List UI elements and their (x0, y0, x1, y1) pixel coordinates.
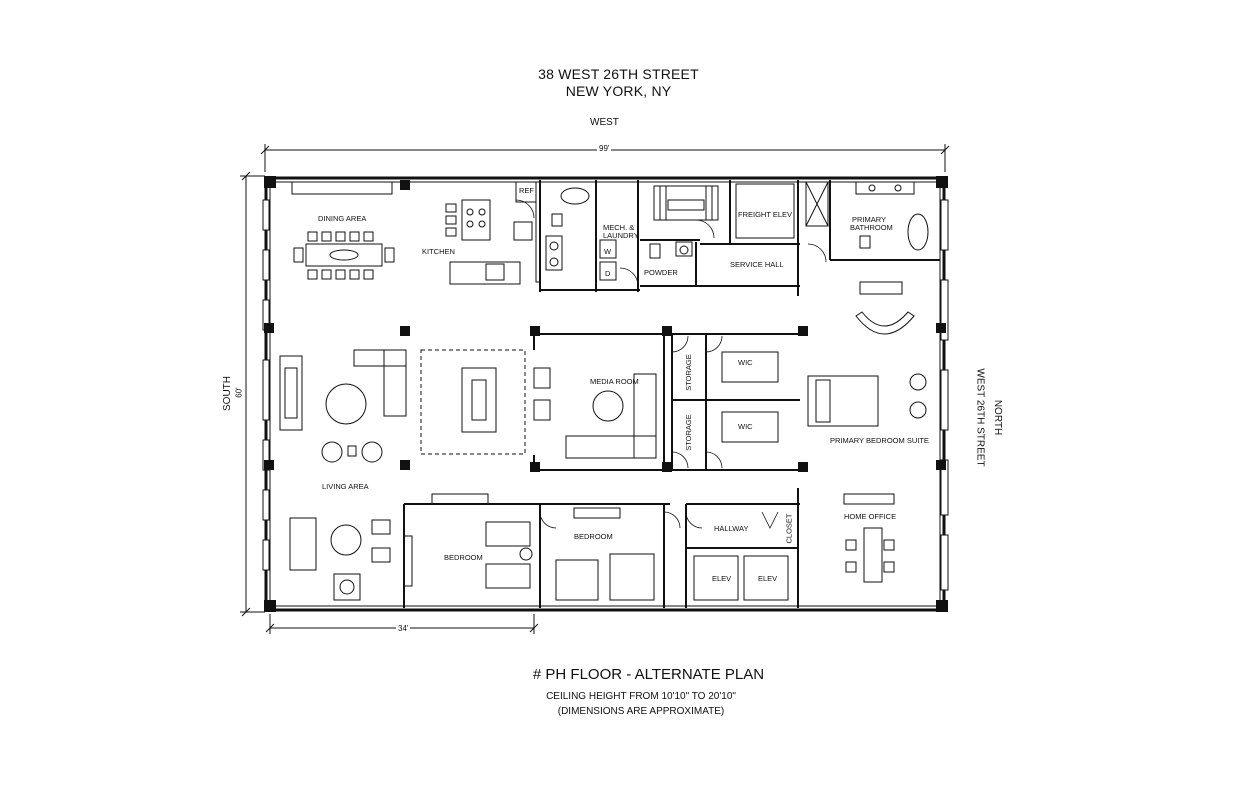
dimension-depth-label: 60' (234, 387, 244, 398)
dimension-width-label: 99' (597, 144, 612, 153)
label-elev-1: ELEV (712, 574, 732, 583)
interior-walls (403, 180, 940, 608)
living-furniture (279, 349, 526, 601)
dimension-partial-label: 34' (396, 624, 411, 633)
dimensions-note: (DIMENSIONS ARE APPROXIMATE) (557, 706, 725, 717)
label-kitchen: KITCHEN (422, 247, 455, 256)
exterior-walls (264, 176, 946, 612)
windows (262, 199, 949, 591)
dimension-depth-line (240, 171, 265, 617)
label-media-room: MEDIA ROOM (590, 377, 639, 386)
label-bedroom-1: BEDROOM (444, 553, 483, 562)
label-home-office: HOME OFFICE (844, 512, 897, 521)
compass-west-label: WEST (590, 117, 619, 128)
primary-bedroom-furniture (721, 281, 927, 443)
bath-fixtures (545, 181, 929, 281)
label-primary-bedroom: PRIMARY BEDROOM SUITE (830, 436, 929, 445)
compass-north-label: NORTH (992, 399, 1004, 436)
dining-table-drawing (293, 231, 395, 280)
label-bedroom-2: BEDROOM (574, 532, 613, 541)
label-ref: REF (519, 186, 534, 195)
label-living-area: LIVING AREA (322, 482, 369, 491)
label-freight-elev: FREIGHT ELEV (738, 210, 793, 219)
label-mech-1: MECH. & (603, 223, 635, 232)
label-wic-2: WIC (738, 422, 753, 431)
label-wic-1: WIC (738, 358, 753, 367)
kitchen-fixtures (291, 181, 541, 285)
label-powder: POWDER (644, 268, 678, 277)
label-mech-2: LAUNDRY (603, 231, 639, 240)
label-dining-area: DINING AREA (318, 214, 367, 223)
compass-south-label: SOUTH (222, 376, 233, 411)
label-dryer: D (605, 269, 611, 278)
stairs-top (653, 183, 795, 239)
label-storage-2: STORAGE (683, 414, 693, 451)
ceiling-height-note: CEILING HEIGHT FROM 10'10" TO 20'10" (546, 691, 736, 702)
label-washer: W (604, 247, 612, 256)
label-primary-bath-1: PRIMARY (852, 215, 887, 224)
address-line-1: 38 WEST 26TH STREET (538, 66, 699, 82)
door-swings (515, 199, 827, 529)
label-storage-1: STORAGE (683, 354, 693, 391)
media-room-furniture (533, 367, 657, 459)
label-closet: CLOSET (784, 513, 794, 544)
label-primary-bath-2: BATHROOM (850, 223, 893, 232)
label-elev-2: ELEV (758, 574, 778, 583)
plan-title: # PH FLOOR - ALTERNATE PLAN (532, 666, 765, 683)
street-label: WEST 26TH STREET (974, 368, 986, 467)
address-line-2: NEW YORK, NY (565, 83, 672, 99)
label-service-hall: SERVICE HALL (730, 260, 784, 269)
bedroom-furniture (403, 493, 895, 601)
label-hallway: HALLWAY (714, 524, 749, 533)
